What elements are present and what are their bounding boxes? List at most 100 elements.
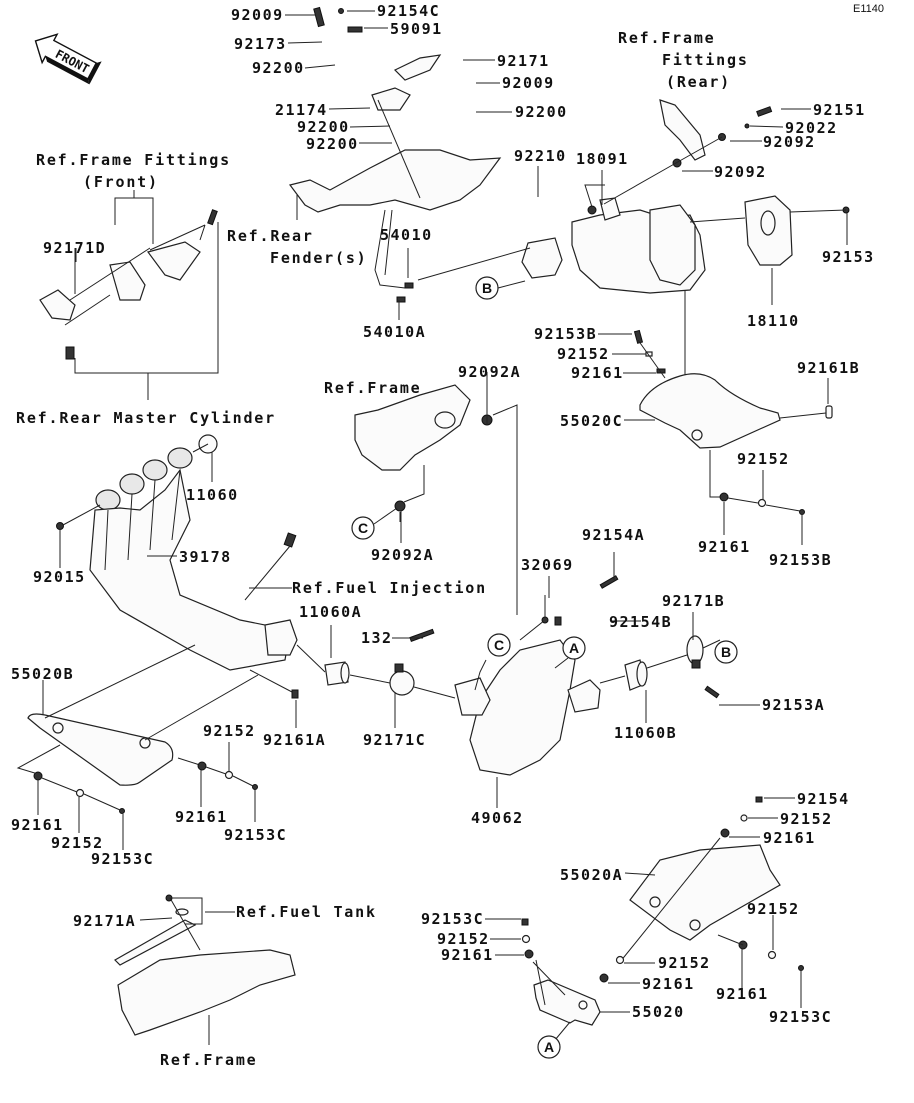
part-label: 92171C (363, 731, 426, 749)
connector-marker-A-muffler: A (562, 636, 586, 660)
ref-frame-bottom: Ref.Frame (160, 1051, 257, 1069)
connector-marker-B-top: B (475, 276, 499, 300)
part-label: 92152 (780, 810, 833, 828)
part-label: 92015 (33, 568, 86, 586)
part-label: 59091 (390, 20, 443, 38)
connector-marker-letter: A (544, 1039, 554, 1055)
part-label: 92154B (609, 613, 672, 631)
part-label: 11060A (299, 603, 362, 621)
part-label: 92092 (714, 163, 767, 181)
part-label: 92153B (534, 325, 597, 343)
heat-guard-55020A (619, 796, 804, 971)
part-label: 92009 (231, 6, 284, 24)
part-label: 92152 (557, 345, 610, 363)
part-label: 55020C (560, 412, 623, 430)
part-label: 92152 (658, 954, 711, 972)
leader-lines (37, 10, 848, 1013)
connector-marker-B-clamp: B (714, 640, 738, 664)
part-label: 92173 (234, 35, 287, 53)
part-label: 92092A (371, 546, 434, 564)
connector-marker-letter: C (494, 637, 504, 653)
part-label: 92153C (421, 910, 484, 928)
part-label: 92154 (797, 790, 850, 808)
exhaust-header-assembly (56, 434, 299, 699)
part-label: 55020 (632, 1003, 685, 1021)
part-label: 92022 (785, 119, 838, 137)
ref-rear-fender-line1: Ref.Rear (227, 227, 314, 245)
part-label: 92210 (514, 147, 567, 165)
rear-master-cylinder-assembly (354, 372, 518, 615)
part-label: 92161 (698, 538, 751, 556)
connector-marker-letter: A (569, 640, 579, 656)
part-label: 92161A (263, 731, 326, 749)
heat-guard-55020B (16, 644, 259, 814)
part-label: 92153A (762, 696, 825, 714)
part-label: 92200 (306, 135, 359, 153)
part-label: 92171 (497, 52, 550, 70)
part-label: 92152 (437, 930, 490, 948)
ref-rear-fender-line2: Fender(s) (270, 249, 367, 267)
part-label: 92153C (91, 850, 154, 868)
ref-rear-master-cylinder: Ref.Rear Master Cylinder (16, 409, 276, 427)
silencer-assembly (417, 99, 850, 420)
connector-marker-letter: B (482, 280, 492, 296)
ref-frame-fittings-rear-line2: Fittings (662, 51, 749, 69)
ref-frame-fittings-rear-line3: (Rear) (666, 73, 731, 91)
part-label: 92161 (11, 816, 64, 834)
ref-frame-fittings-front-line1: Ref.Frame Fittings (36, 151, 231, 169)
part-label: 11060B (614, 724, 677, 742)
part-label: 92154C (377, 2, 440, 20)
part-label: 92200 (515, 103, 568, 121)
part-label: 92161 (441, 946, 494, 964)
ref-frame-mid: Ref.Frame (324, 379, 421, 397)
front-direction-arrow-icon: FRONT (34, 33, 102, 85)
connector-marker-letter: B (721, 644, 731, 660)
part-label: 92152 (203, 722, 256, 740)
part-label: 11060 (186, 486, 239, 504)
connector-marker-C-muffler: C (487, 633, 511, 657)
ref-frame-fittings-rear-line1: Ref.Frame (618, 29, 715, 47)
part-label: 92161 (175, 808, 228, 826)
part-label: 92161 (642, 975, 695, 993)
part-label: 39178 (179, 548, 232, 566)
muffler-body-49062 (454, 575, 619, 776)
ref-fuel-injection: Ref.Fuel Injection (292, 579, 487, 597)
part-label: 92152 (747, 900, 800, 918)
part-label: 92009 (502, 74, 555, 92)
part-label: 92153C (769, 1008, 832, 1026)
part-label: 92171A (73, 912, 136, 930)
diagram-code: E1140 (853, 3, 884, 15)
part-label: 32069 (521, 556, 574, 574)
part-label: 92153 (822, 248, 875, 266)
ref-fuel-tank: Ref.Fuel Tank (236, 903, 377, 921)
part-label: 92161B (797, 359, 860, 377)
part-label: 92152 (51, 834, 104, 852)
heat-guard-55020C (633, 329, 833, 515)
part-label: 92171D (43, 239, 106, 257)
frame-fittings-front-assembly (39, 190, 219, 400)
connector-marker-C-mid: C (351, 516, 375, 540)
part-label: 54010 (380, 226, 433, 244)
part-label: 132 (361, 629, 393, 647)
part-label: 92161 (763, 829, 816, 847)
part-label: 92092A (458, 363, 521, 381)
part-label: 92154A (582, 526, 645, 544)
part-label: 92092 (763, 133, 816, 151)
part-label: 54010A (363, 323, 426, 341)
part-label: 92152 (737, 450, 790, 468)
frame-bottom-assembly (114, 894, 296, 1045)
part-label: 92171B (662, 592, 725, 610)
heat-guard-55020 (521, 918, 625, 1041)
part-label: 18110 (747, 312, 800, 330)
part-label: 92200 (297, 118, 350, 136)
connector-marker-A-bottom: A (537, 1035, 561, 1059)
part-label: 92161 (716, 985, 769, 1003)
part-label: 92151 (813, 101, 866, 119)
ref-frame-fittings-front-line2: (Front) (83, 173, 159, 191)
rear-fender-assembly (288, 6, 502, 303)
part-labels: 92009 92154C 59091 92173 92200 92171 920… (11, 2, 875, 1026)
part-label: 92161 (571, 364, 624, 382)
part-label: 18091 (576, 150, 629, 168)
pipe-joint-assembly (296, 628, 721, 699)
